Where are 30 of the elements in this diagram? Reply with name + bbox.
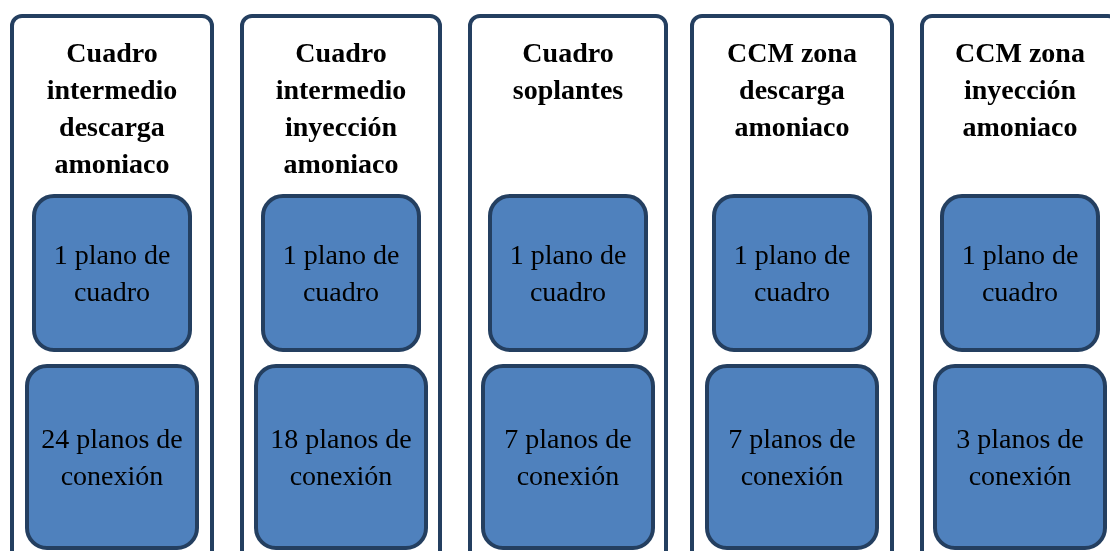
rounded-box bbox=[933, 364, 1107, 550]
column-panel bbox=[690, 14, 894, 551]
box-text: 7 planos de conexión bbox=[727, 422, 857, 493]
column-heading: Cuadro intermedio descarga amoniaco bbox=[45, 36, 179, 181]
rounded-box bbox=[705, 364, 879, 550]
column-heading: CCM zona inyección amoniaco bbox=[954, 36, 1086, 144]
box-text: 1 plano de cuadro bbox=[960, 238, 1080, 309]
box-text: 1 plano de cuadro bbox=[281, 238, 401, 309]
column-panel bbox=[468, 14, 668, 551]
rounded-box bbox=[712, 194, 872, 352]
box-text: 1 plano de cuadro bbox=[508, 238, 628, 309]
rounded-box bbox=[940, 194, 1100, 352]
rounded-box bbox=[261, 194, 421, 352]
rounded-box bbox=[481, 364, 655, 550]
column-heading: CCM zona descarga amoniaco bbox=[726, 36, 858, 144]
box-text: 1 plano de cuadro bbox=[52, 238, 172, 309]
column-heading: Cuadro intermedio inyección amoniaco bbox=[274, 36, 408, 181]
box-text: 3 planos de conexión bbox=[955, 422, 1085, 493]
rounded-box bbox=[25, 364, 199, 550]
box-text: 24 planos de conexión bbox=[40, 422, 184, 493]
column-panel bbox=[920, 14, 1110, 551]
column-panel bbox=[240, 14, 442, 551]
box-text: 1 plano de cuadro bbox=[732, 238, 852, 309]
column-heading: Cuadro soplantes bbox=[511, 36, 625, 107]
rounded-box bbox=[32, 194, 192, 352]
rounded-box bbox=[254, 364, 428, 550]
column-panel bbox=[10, 14, 214, 551]
box-text: 7 planos de conexión bbox=[503, 422, 633, 493]
rounded-box bbox=[488, 194, 648, 352]
box-text: 18 planos de conexión bbox=[269, 422, 413, 493]
